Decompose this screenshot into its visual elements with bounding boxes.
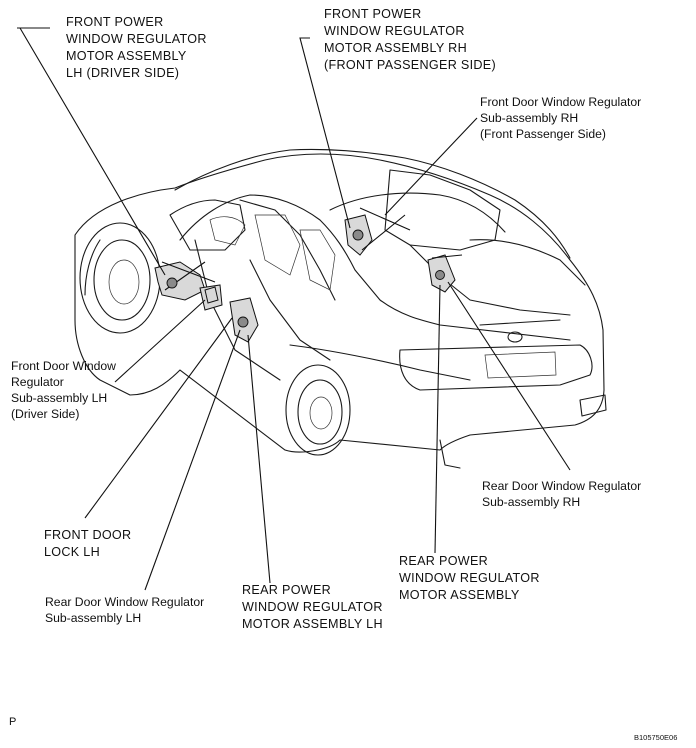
leader-rear-sub-lh xyxy=(144,329,241,591)
rear-rh-regulator-part xyxy=(427,254,463,293)
label-rear-motor: REAR POWER WINDOW REGULATOR MOTOR ASSEMB… xyxy=(399,554,540,602)
leader-rear-motor-lh xyxy=(247,334,271,584)
label-front-lock-lh: FRONT DOOR LOCK LH xyxy=(44,528,132,559)
leader-rear-motor xyxy=(434,284,441,554)
leader-front-lock-lh xyxy=(84,317,233,519)
car-body-outline xyxy=(74,148,607,469)
rear-lh-regulator-part xyxy=(229,297,259,343)
front-lh-regulator-part xyxy=(154,261,223,311)
label-rear-motor-lh: REAR POWER WINDOW REGULATOR MOTOR ASSEMB… xyxy=(242,583,383,631)
label-front-sub-rh: Front Door Window Regulator Sub-assembly… xyxy=(480,95,642,141)
front-rh-regulator-part xyxy=(344,207,411,256)
rear-wheel xyxy=(285,364,351,456)
window-regulator-parts xyxy=(154,207,463,343)
leader-front-sub-lh xyxy=(114,299,206,383)
leader-front-motor-lh xyxy=(17,27,166,276)
label-rear-sub-rh: Rear Door Window Regulator Sub-assembly … xyxy=(482,479,642,509)
seats xyxy=(209,214,336,291)
front-wheel xyxy=(79,222,161,334)
leader-front-motor-rh xyxy=(299,37,351,229)
footer-left-mark: P xyxy=(9,716,17,728)
label-front-motor-lh: FRONT POWER WINDOW REGULATOR MOTOR ASSEM… xyxy=(66,15,207,80)
front-lock-lh-part xyxy=(204,286,219,304)
label-rear-sub-lh: Rear Door Window Regulator Sub-assembly … xyxy=(45,595,205,625)
leader-rear-sub-rh xyxy=(447,281,571,471)
label-front-sub-lh: Front Door Window Regulator Sub-assembly… xyxy=(11,359,116,421)
leader-front-sub-rh xyxy=(384,117,478,216)
figure-code: B105750E06 xyxy=(634,733,678,742)
leader-lines xyxy=(17,27,571,591)
label-front-motor-rh: FRONT POWER WINDOW REGULATOR MOTOR ASSEM… xyxy=(324,7,496,72)
